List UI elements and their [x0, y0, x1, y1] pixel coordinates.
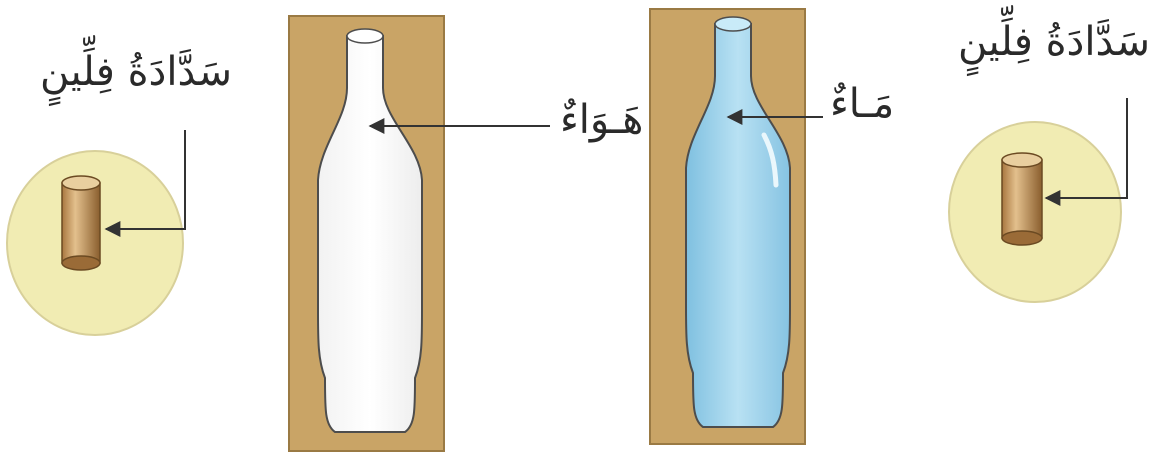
cork-label-right: سَدَّادَةُ فِلِّينٍ [958, 22, 1150, 62]
left-cork-group [7, 151, 183, 335]
water-bottle-mouth [715, 17, 751, 31]
left-cork-icon [62, 176, 100, 270]
water-label: مَـاءٌ [830, 84, 894, 124]
right-cork-icon [1002, 153, 1042, 245]
air-bottle-mouth [347, 29, 383, 43]
cork-label-left: سَدَّادَةُ فِلِّينٍ [40, 52, 232, 92]
right-cork-group [949, 122, 1121, 302]
air-label: هَـوَاءٌ [560, 100, 643, 140]
